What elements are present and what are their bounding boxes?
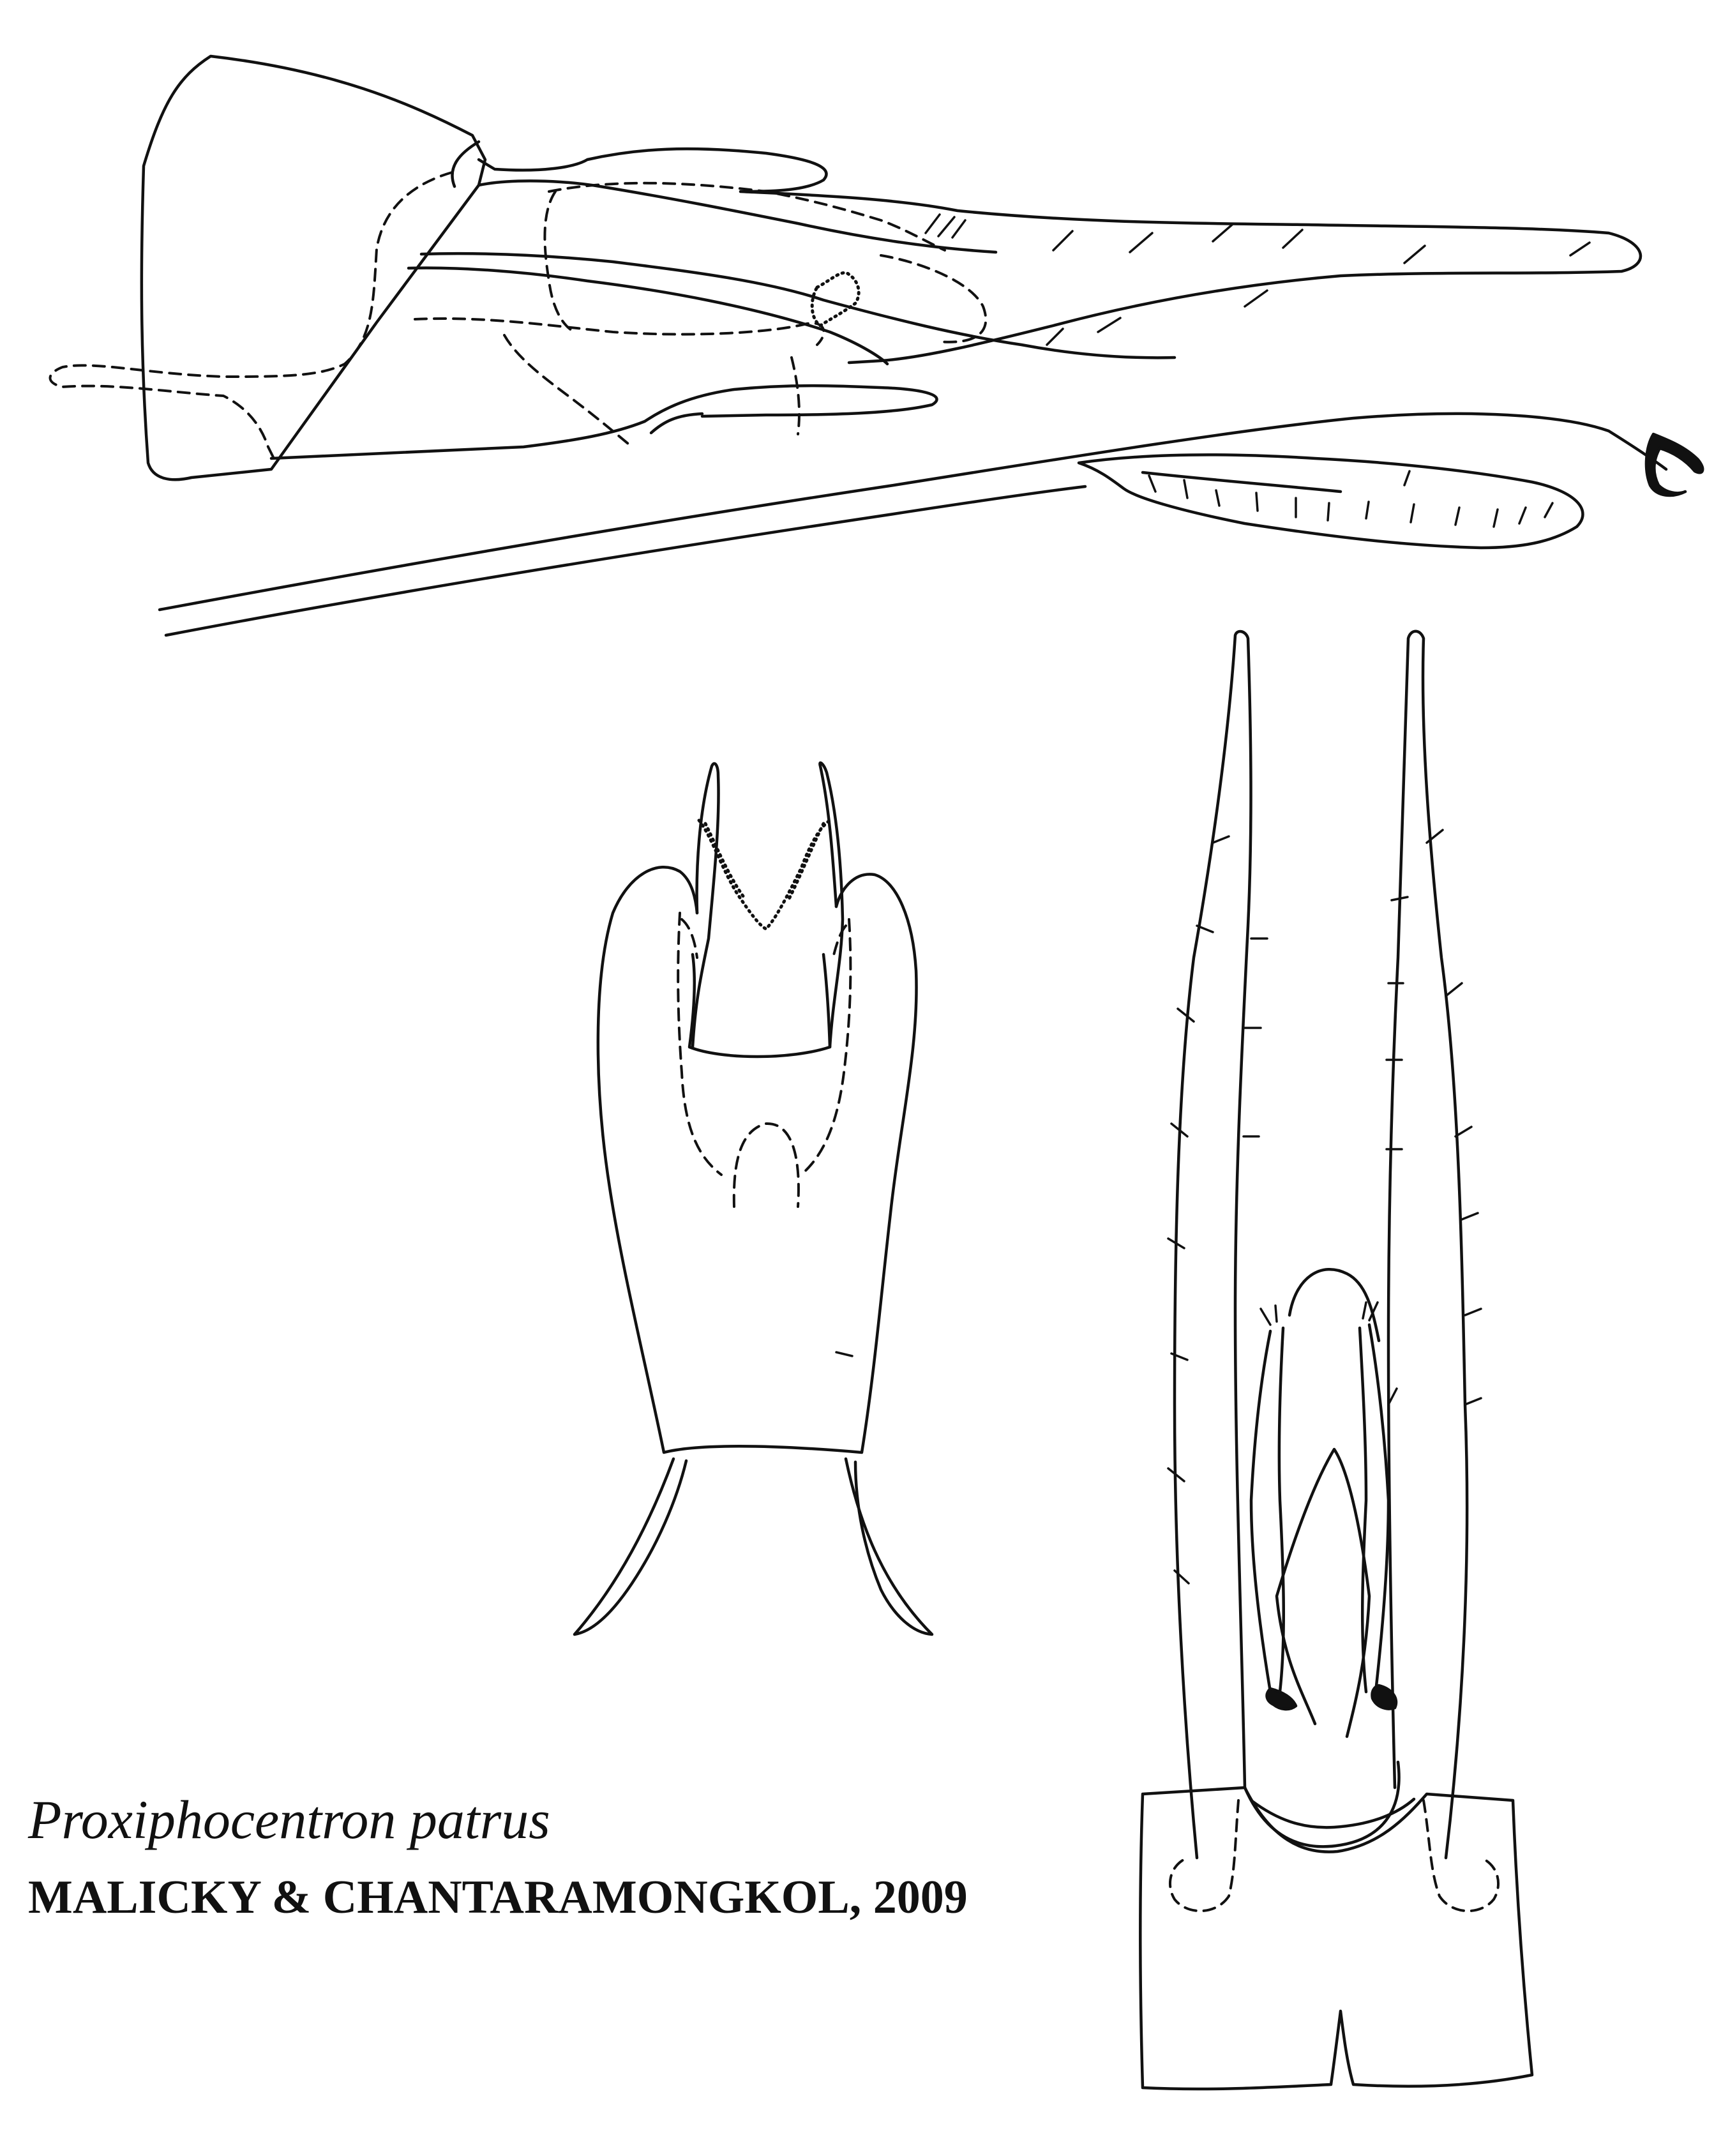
lateral-view <box>49 54 1704 637</box>
superior-appendage-lower-edge <box>477 179 998 254</box>
dorsal-base-dashed-right <box>1422 1799 1500 1913</box>
dorsal-base-inner-curve <box>1249 1797 1416 1829</box>
dorsal-base-dashed-left <box>1168 1799 1240 1913</box>
ventral-mark <box>835 1351 853 1357</box>
inner-dashed-upper <box>548 181 946 252</box>
lower-rod <box>269 384 938 460</box>
black-hook-right <box>1371 1684 1398 1710</box>
inferior-appendage-lobe <box>1077 453 1584 550</box>
segment-ix-lateral <box>140 54 487 481</box>
setae-rod-tips <box>1259 1301 1398 1406</box>
ventral-appendage-left <box>573 1457 688 1636</box>
setae-inferior <box>1148 470 1554 528</box>
stippled-sclerite <box>810 271 861 328</box>
terminal-claw <box>1644 432 1704 497</box>
inner-dashed-left-loop <box>543 190 576 333</box>
stippled-v-margin <box>697 818 832 931</box>
inferior-appendage-base <box>158 412 1668 612</box>
dorsal-base-segment <box>1139 1786 1534 2091</box>
superior-appendage <box>477 147 1643 365</box>
species-name: Proxiphocentron patrus <box>28 1789 550 1850</box>
dorsal-arm-left <box>1173 629 1252 1860</box>
segment-ix-inner-ridge <box>451 140 481 188</box>
inner-dashed-loop <box>880 254 988 343</box>
setae-superior <box>924 213 1591 346</box>
setae-arms <box>1167 829 1482 1585</box>
ventral-view <box>573 761 934 1636</box>
dorsal-rod-right <box>1358 1323 1390 1694</box>
dorsal-arm-right <box>1387 629 1469 1860</box>
ventral-body <box>596 865 918 1454</box>
apical-hook-left <box>691 762 720 1049</box>
middle-process <box>419 252 1176 359</box>
apical-hook-right <box>818 761 845 1049</box>
apodeme-dashed <box>49 171 453 461</box>
middle-process-lower <box>407 266 889 366</box>
dorsal-rod-left <box>1249 1326 1286 1694</box>
ventral-appendage-right <box>844 1457 934 1636</box>
ventral-dashed-u <box>732 1122 800 1208</box>
inner-dashed-lower <box>503 334 633 448</box>
black-hook-left <box>1265 1687 1298 1711</box>
inferior-appendage-base-lower <box>164 485 1087 637</box>
inferior-appendage-ridge <box>1141 471 1342 494</box>
dorsal-inner-spike <box>1275 1447 1371 1738</box>
inner-dashed-mid <box>414 317 825 346</box>
ventral-inner-dashed-2 <box>680 918 847 959</box>
inner-dashed-right <box>790 356 801 435</box>
species-authority: MALICKY & CHANTARAMONGKOL, 2009 <box>28 1871 968 1924</box>
lower-rod-tip <box>649 412 704 435</box>
ventral-inner-dashed <box>677 912 852 1176</box>
dorsal-central-body <box>1243 1267 1401 1848</box>
dorsal-view <box>1139 629 1534 2091</box>
ventral-window <box>688 953 832 1059</box>
